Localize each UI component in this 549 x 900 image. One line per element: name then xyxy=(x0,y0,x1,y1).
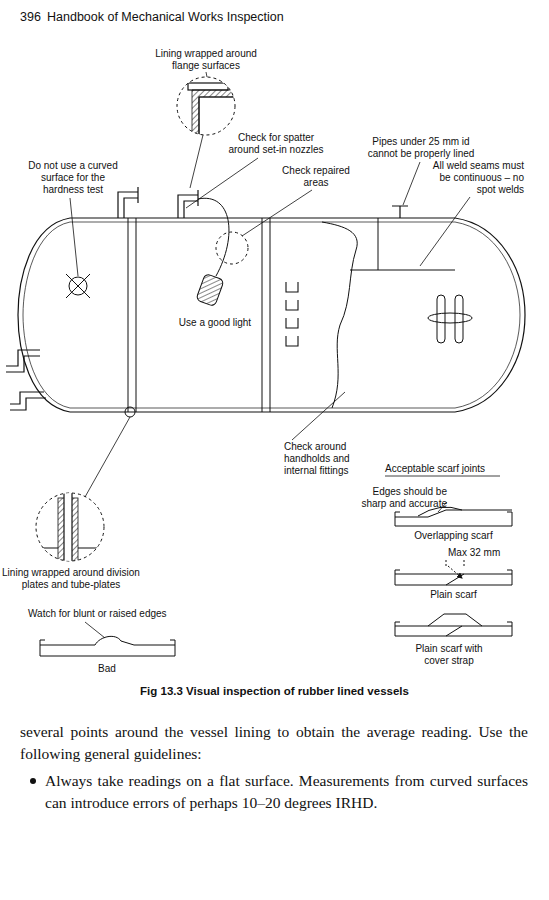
internal-fitting xyxy=(455,295,463,343)
scarf-joints xyxy=(395,626,512,627)
scarf-joints xyxy=(385,476,500,477)
nozzles xyxy=(6,187,408,410)
scarf-joints xyxy=(395,510,512,517)
page-number: 396 xyxy=(20,10,50,25)
division-plates xyxy=(262,218,270,412)
cutaway xyxy=(322,222,357,408)
handholds xyxy=(286,282,298,292)
scarf-joints xyxy=(395,570,512,585)
division-plate-detail xyxy=(30,492,110,568)
scarf-joints xyxy=(448,566,462,578)
vessel-outline xyxy=(18,218,525,412)
callout-note: All weld seams must be continuous – no s… xyxy=(424,160,524,196)
leader-lines xyxy=(186,158,258,208)
division-plate-detail xyxy=(30,547,110,548)
dimension-label: Max 32 mm xyxy=(448,547,518,559)
repaired-area xyxy=(216,232,248,264)
scarf-joints xyxy=(446,560,464,568)
callout-note: Pipes under 25 mm id cannot be properly … xyxy=(360,136,482,160)
cutaway xyxy=(350,218,455,270)
nozzles xyxy=(392,206,408,218)
handholds xyxy=(286,318,298,328)
division-plate-detail xyxy=(30,407,135,568)
internal-fitting xyxy=(428,295,472,343)
callout-note: Check around handholds and internal fitt… xyxy=(284,441,370,477)
section-label: Acceptable scarf joints xyxy=(385,463,515,475)
joint-label: Overlapping scarf xyxy=(395,530,512,542)
handholds xyxy=(286,300,298,310)
hardness-symbol xyxy=(66,274,90,298)
vessel-outline xyxy=(455,222,520,408)
nozzles xyxy=(6,350,40,372)
scarf-joints xyxy=(428,614,482,626)
callout-note: Do not use a curved surface for the hard… xyxy=(28,160,118,196)
inspection-lamp xyxy=(196,198,229,306)
joint-label: Plain scarf xyxy=(395,589,512,601)
flange-detail xyxy=(188,83,228,90)
handholds xyxy=(286,282,298,346)
flange-detail xyxy=(177,77,240,140)
internal-fitting xyxy=(428,313,472,323)
leader-lines xyxy=(206,72,207,77)
body-paragraph: several points around the vessel lining … xyxy=(20,721,528,765)
running-header: Handbook of Mechanical Works Inspection xyxy=(47,10,467,25)
leader-lines xyxy=(292,392,345,440)
callout-note: Lining wrapped around division plates an… xyxy=(0,567,146,591)
callout-note: Lining wrapped around flange surfaces xyxy=(150,48,262,72)
leader-lines xyxy=(403,162,420,205)
leader-lines xyxy=(242,190,312,236)
scarf-joints xyxy=(40,476,512,656)
vessel-outline xyxy=(455,218,525,412)
nozzles xyxy=(118,187,138,218)
callout-note: Check repaired areas xyxy=(278,165,354,189)
scarf-joints xyxy=(395,622,512,636)
joint-label: Plain scarf with cover strap xyxy=(403,643,495,667)
scarf-joints xyxy=(395,574,512,575)
scarf-joints xyxy=(446,626,462,636)
callout-note: Check for spatter around set-in nozzles xyxy=(221,132,331,156)
vessel-outline xyxy=(18,218,70,412)
bullet xyxy=(30,778,36,784)
repaired-area xyxy=(216,232,248,264)
inspection-lamp xyxy=(196,273,224,306)
nozzles xyxy=(178,190,198,218)
callout-note: Use a good light xyxy=(170,317,260,329)
flange-detail xyxy=(199,97,240,140)
flange-detail xyxy=(188,83,240,140)
joint-label: Bad xyxy=(82,663,132,675)
hardness-symbol xyxy=(66,274,90,298)
leader-lines xyxy=(420,197,470,266)
internal-fitting xyxy=(437,295,445,343)
inspection-lamp xyxy=(198,198,229,276)
nozzles xyxy=(10,392,46,410)
flange-detail xyxy=(192,90,240,140)
bullet xyxy=(30,778,36,784)
division-plates xyxy=(128,218,136,412)
figure-caption: Fig 13.3 Visual inspection of rubber lin… xyxy=(0,684,549,699)
division-plate-detail xyxy=(64,492,72,568)
scarf-joints xyxy=(446,574,464,585)
flange-detail xyxy=(177,77,235,135)
leader-lines xyxy=(70,198,78,276)
leader-lines xyxy=(85,622,105,638)
callout-note: Edges should be sharp and accurate xyxy=(353,486,447,510)
scarf-joints xyxy=(395,512,512,526)
scarf-joints xyxy=(40,640,175,656)
bullet-paragraph: Always take readings on a flat surface. … xyxy=(45,770,528,814)
handholds xyxy=(286,336,298,346)
cutaway xyxy=(322,218,455,408)
division-plate-detail xyxy=(125,407,135,417)
leader-lines xyxy=(85,417,130,497)
leader-lines xyxy=(190,135,203,188)
division-plates xyxy=(128,218,270,412)
callout-note: Watch for blunt or raised edges xyxy=(28,608,198,620)
vessel-outline xyxy=(23,222,70,408)
scarf-joints xyxy=(40,636,175,645)
